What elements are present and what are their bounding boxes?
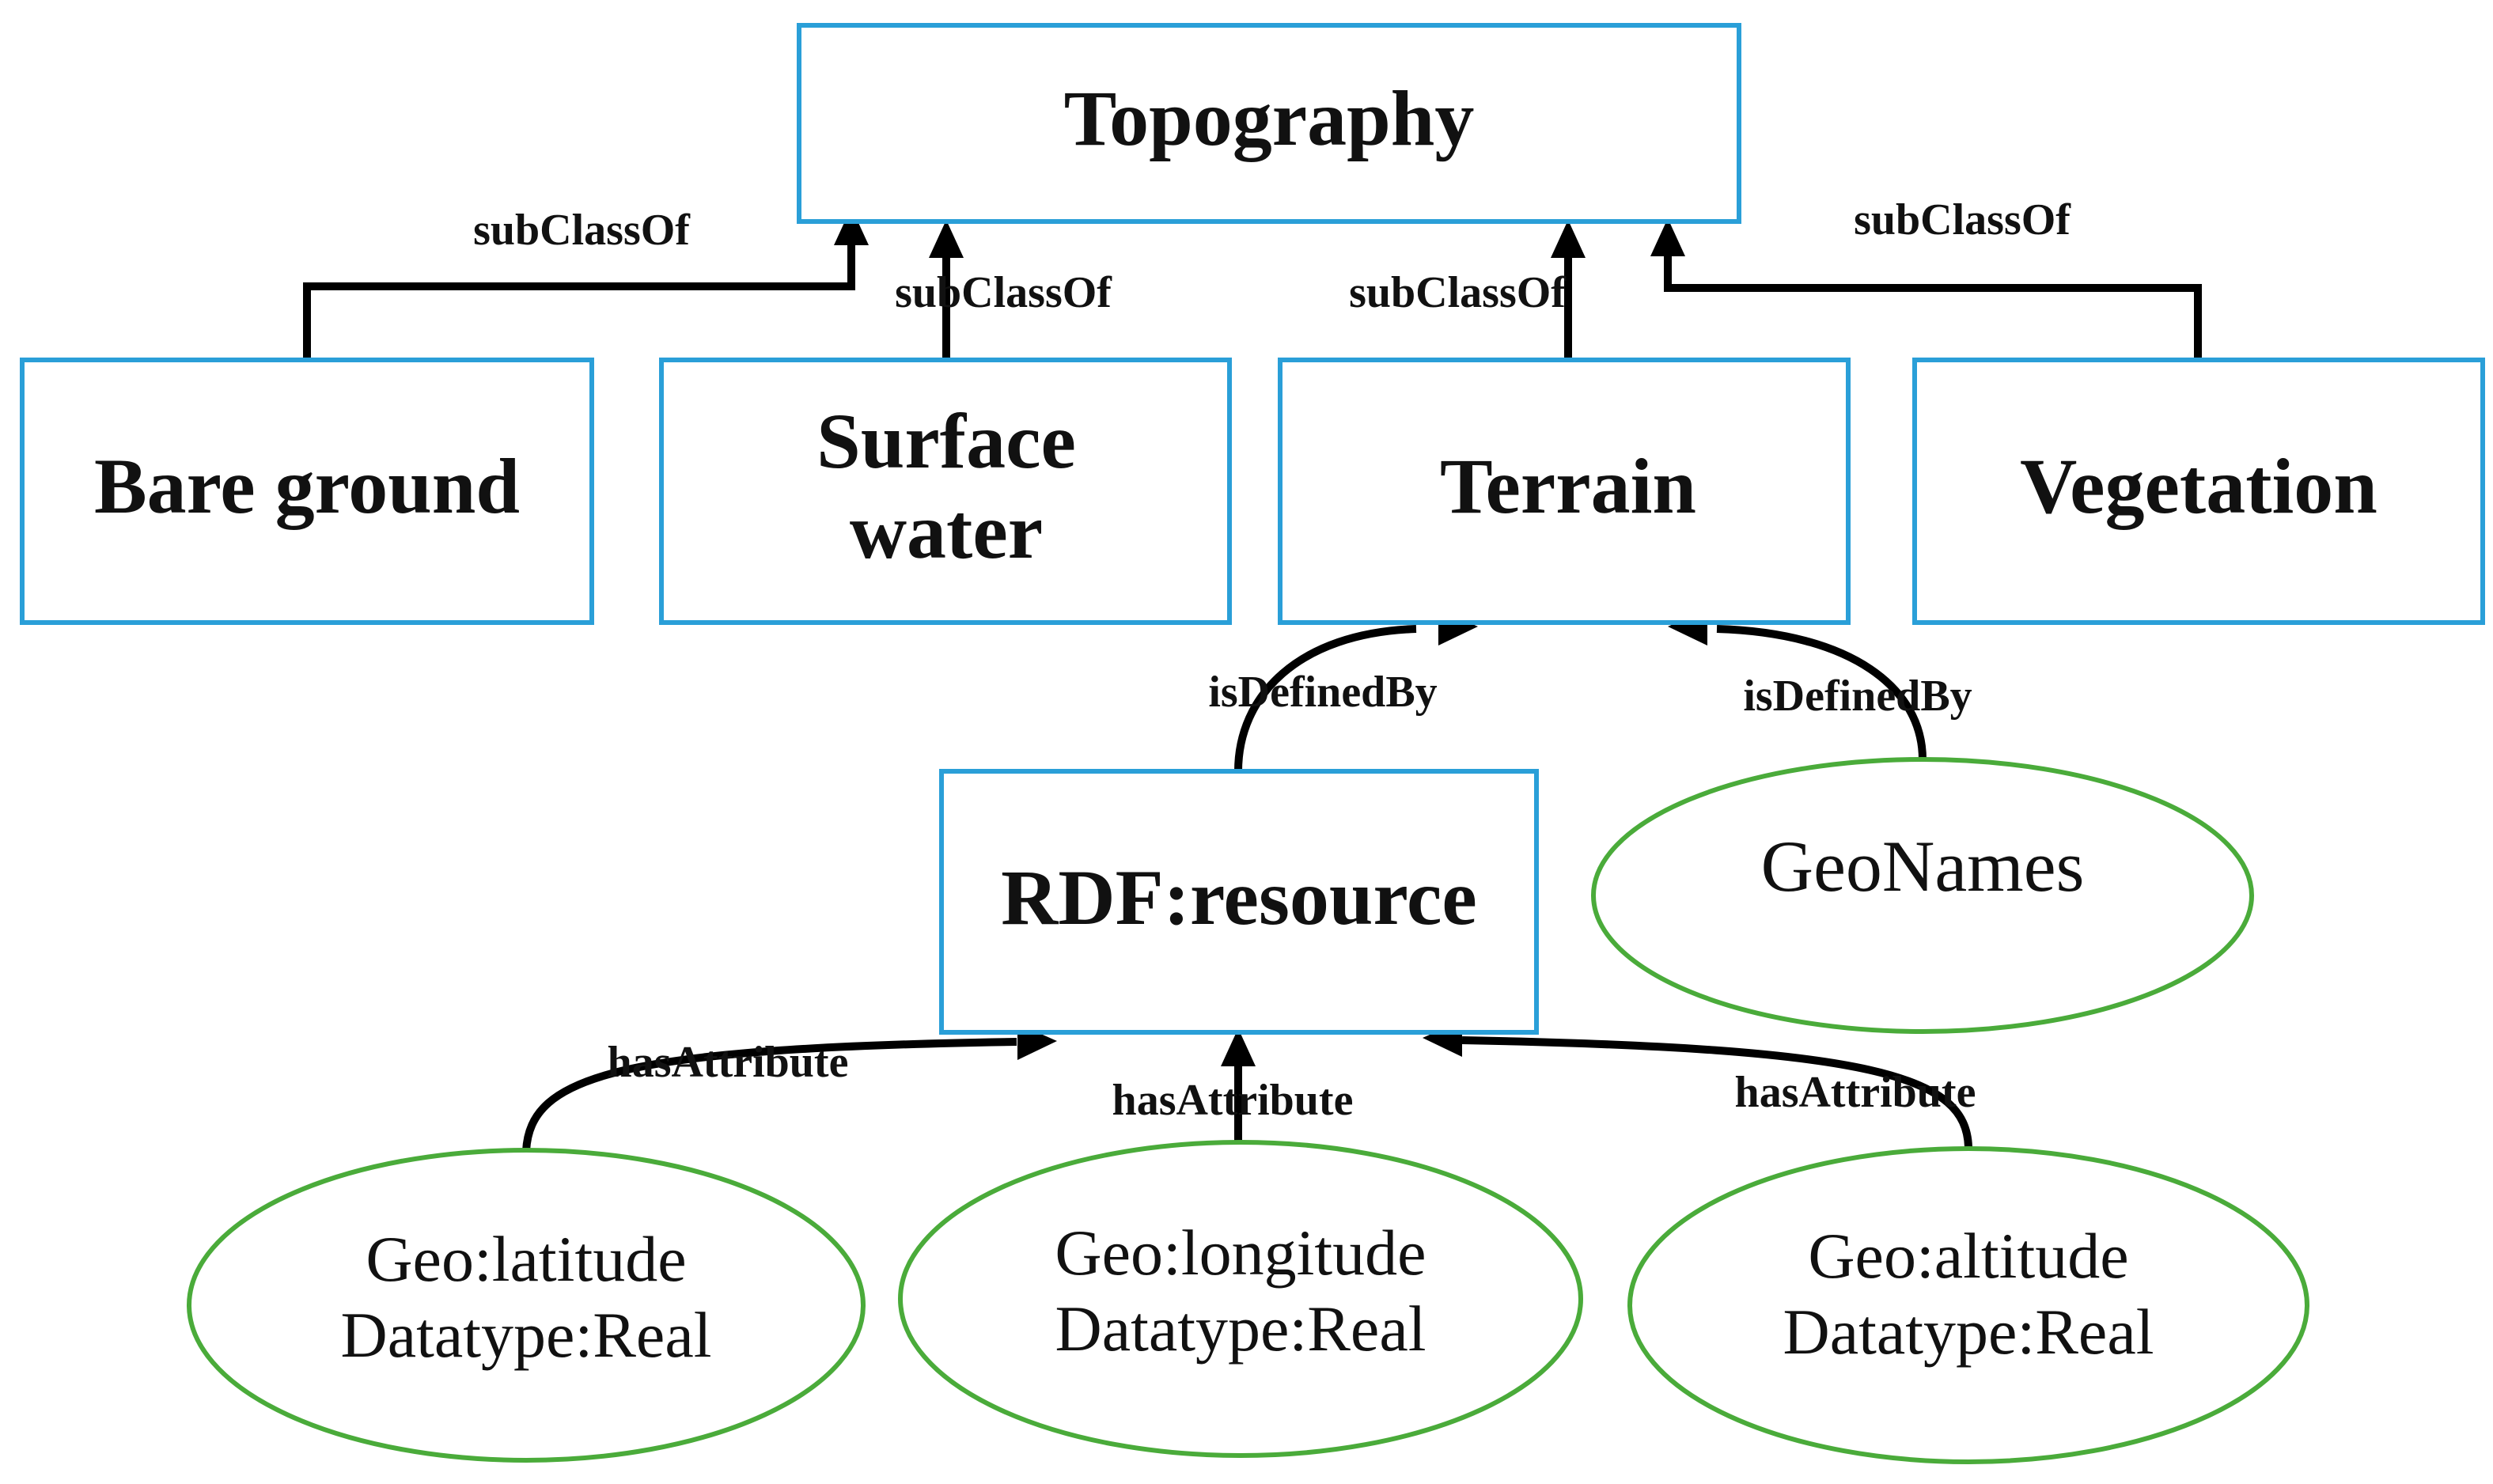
node-bare-ground: Bare ground <box>20 358 594 625</box>
latitude-label-line2: Datatype:Real <box>340 1299 711 1371</box>
edge-geonames-isdefinedby <box>1716 625 1927 760</box>
node-rdf-resource: RDF:resource <box>939 769 1539 1035</box>
longitude-label-line1: Geo:longitude <box>1055 1217 1426 1289</box>
arrowhead-vegetation <box>1650 218 1685 256</box>
node-altitude: Geo:altitude Datatype:Real <box>1627 1146 2309 1464</box>
arrowhead-bare-ground <box>834 207 869 245</box>
label-subclassof-bare-ground: subClassOf <box>473 206 691 255</box>
arrowhead-surface-water <box>929 220 964 258</box>
topography-label: Topography <box>1064 74 1475 162</box>
label-subclassof-surface-water: subClassOf <box>895 268 1112 317</box>
edge-bare-ground-subclassof <box>303 241 855 360</box>
edge-vegetation-subclassof <box>1664 252 2202 372</box>
label-isdefinedby-rdf: isDefinedBy <box>1208 668 1437 717</box>
latitude-label-line1: Geo:latitude <box>366 1223 686 1295</box>
edge-rdf-isdefinedby <box>1234 625 1417 772</box>
geonames-label: GeoNames <box>1761 826 2085 907</box>
rdf-resource-label: RDF:resource <box>1001 854 1477 941</box>
node-surface-water: Surface water <box>659 358 1232 625</box>
terrain-label: Terrain <box>1440 442 1696 530</box>
altitude-label-line1: Geo:altitude <box>1808 1220 2128 1292</box>
class-nodes: Topography Bare ground Surface water Ter… <box>20 23 2485 1035</box>
altitude-label-line2: Datatype:Real <box>1783 1296 2154 1368</box>
surface-water-label-line2: water <box>850 487 1043 575</box>
node-vegetation: Vegetation <box>1912 358 2485 625</box>
label-subclassof-terrain: subClassOf <box>1349 268 1567 317</box>
label-isdefinedby-geonames: isDefinedBy <box>1743 672 1972 721</box>
node-terrain: Terrain <box>1278 358 1851 625</box>
label-hasattribute-longitude: hasAttribute <box>1112 1076 1354 1125</box>
edge-latitude-hasattribute <box>522 1038 1017 1152</box>
arrowhead-longitude-rdf <box>1221 1028 1256 1066</box>
node-latitude: Geo:latitude Datatype:Real <box>187 1148 866 1463</box>
longitude-label-line2: Datatype:Real <box>1055 1293 1426 1365</box>
label-subclassof-vegetation: subClassOf <box>1854 195 2071 244</box>
edge-labels: subClassOf subClassOf subClassOf subClas… <box>473 195 2071 1125</box>
vegetation-label: Vegetation <box>2020 442 2377 530</box>
label-hasattribute-altitude: hasAttribute <box>1735 1068 1976 1117</box>
node-longitude: Geo:longitude Datatype:Real <box>898 1140 1583 1458</box>
arrowhead-terrain <box>1551 220 1586 258</box>
edge-altitude-hasattribute <box>1461 1036 1972 1148</box>
surface-water-label-line1: Surface <box>816 397 1076 485</box>
node-topography: Topography <box>797 23 1741 224</box>
node-geonames: GeoNames <box>1591 757 2254 1034</box>
instance-nodes: GeoNames Geo:latitude Datatype:Real Geo:… <box>187 757 2309 1464</box>
bare-ground-label: Bare ground <box>94 442 520 530</box>
label-hasattribute-latitude: hasAttribute <box>608 1038 849 1087</box>
